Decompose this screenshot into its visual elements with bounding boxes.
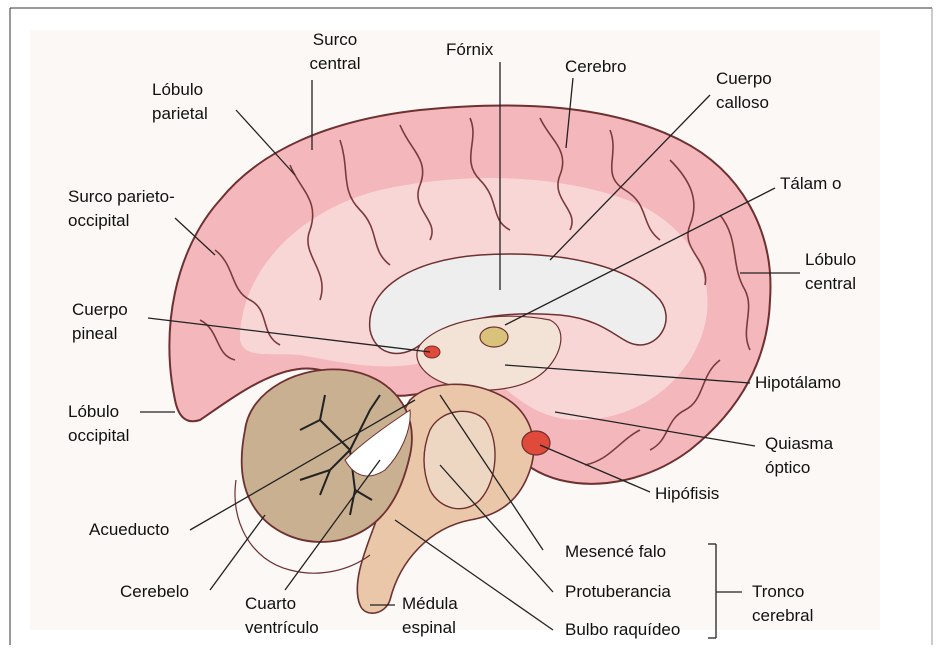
label-protuberancia: Protuberancia: [565, 580, 671, 604]
label-text: Cuerpo: [72, 298, 128, 322]
label-text: occipital: [68, 209, 175, 233]
label-text: Médula: [402, 592, 458, 616]
label-text: calloso: [716, 91, 772, 115]
label-text: ventrículo: [245, 616, 319, 640]
label-text: Surco parieto-: [68, 185, 175, 209]
label-text: central: [805, 272, 856, 296]
label-cerebro: Cerebro: [565, 55, 626, 79]
label-talamo: Tálam o: [780, 172, 841, 196]
label-text: Cuarto: [245, 592, 319, 616]
label-quiasma-optico: Quiasma óptico: [765, 432, 833, 480]
label-text: parietal: [152, 102, 208, 126]
label-text: Lóbulo: [68, 400, 129, 424]
label-surco-central: Surco central: [295, 28, 375, 76]
label-cuerpo-calloso: Cuerpo calloso: [716, 67, 772, 115]
label-text: occipital: [68, 424, 129, 448]
label-fornix: Fórnix: [446, 38, 493, 62]
label-text: Lóbulo: [805, 248, 856, 272]
label-cuerpo-pineal: Cuerpo pineal: [72, 298, 128, 346]
label-acueducto: Acueducto: [89, 518, 169, 542]
pons: [424, 411, 495, 508]
label-lobulo-central: Lóbulo central: [805, 248, 856, 296]
label-hipotalamo: Hipotálamo: [755, 371, 841, 395]
label-surco-parieto-occipital: Surco parieto- occipital: [68, 185, 175, 233]
label-tronco-cerebral: Tronco cerebral: [752, 580, 813, 628]
label-lobulo-occipital: Lóbulo occipital: [68, 400, 129, 448]
hypophysis: [522, 431, 550, 455]
thalamus-nucleus: [480, 327, 508, 347]
label-hipofisis: Hipófisis: [655, 482, 719, 506]
label-bulbo-raquideo: Bulbo raquídeo: [565, 618, 680, 642]
label-text: cerebral: [752, 604, 813, 628]
label-text: Cuerpo: [716, 67, 772, 91]
label-text: óptico: [765, 456, 833, 480]
label-text: central: [295, 52, 375, 76]
label-text: Surco: [295, 28, 375, 52]
label-medula-espinal: Médula espinal: [402, 592, 458, 640]
label-cerebelo: Cerebelo: [120, 580, 189, 604]
label-text: pineal: [72, 322, 128, 346]
label-cuarto-ventriculo: Cuarto ventrículo: [245, 592, 319, 640]
label-text: Tronco: [752, 580, 813, 604]
label-text: espinal: [402, 616, 458, 640]
label-mesencefalo: Mesencé falo: [565, 540, 666, 564]
label-text: Quiasma: [765, 432, 833, 456]
label-lobulo-parietal: Lóbulo parietal: [152, 78, 208, 126]
label-text: Lóbulo: [152, 78, 208, 102]
